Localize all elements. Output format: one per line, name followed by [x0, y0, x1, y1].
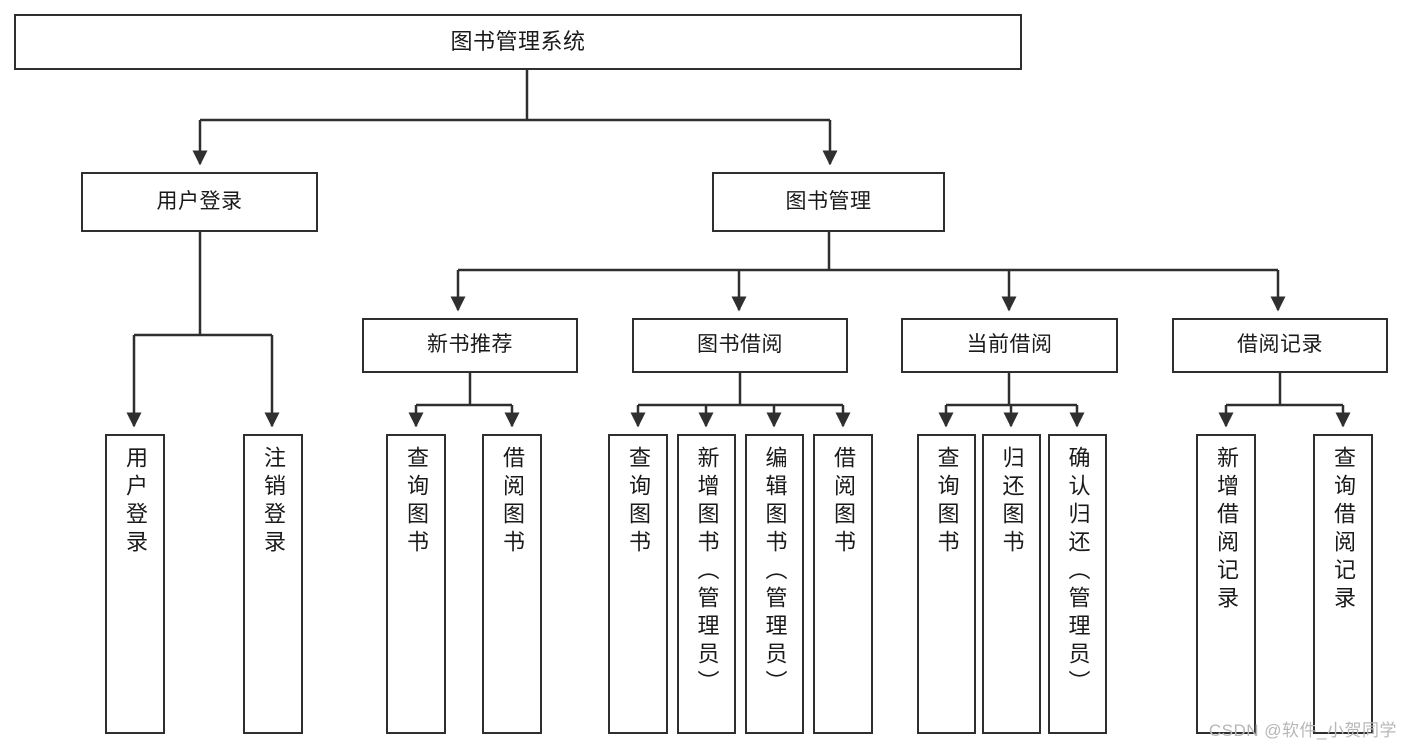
node-current-borrow[interactable]: 当前借阅: [901, 318, 1118, 373]
node-current-borrow-label: 当前借阅: [966, 333, 1053, 357]
leaf-current-confirm-return-label: 确认归还（管理员）: [1065, 446, 1091, 698]
leaf-user-logout[interactable]: 注销登录: [243, 434, 303, 734]
leaf-borrow-borrow-book-label: 借阅图书: [831, 446, 856, 558]
leaf-current-query-book[interactable]: 查询图书: [917, 434, 976, 734]
leaf-record-add[interactable]: 新增借阅记录: [1196, 434, 1256, 734]
leaf-new-book-borrow-label: 借阅图书: [500, 446, 525, 558]
leaf-borrow-query-book[interactable]: 查询图书: [608, 434, 668, 734]
node-borrow-record-label: 借阅记录: [1237, 333, 1323, 357]
leaf-user-logout-label: 注销登录: [261, 446, 286, 558]
node-new-book-recommend-label: 新书推荐: [427, 333, 513, 357]
leaf-borrow-edit-book[interactable]: 编辑图书（管理员）: [745, 434, 804, 734]
node-book-borrow-label: 图书借阅: [697, 333, 783, 357]
leaf-current-return-book[interactable]: 归还图书: [982, 434, 1041, 734]
node-book-management-label: 图书管理: [785, 189, 872, 213]
leaf-current-return-book-label: 归还图书: [999, 446, 1025, 558]
leaf-user-login[interactable]: 用户登录: [105, 434, 165, 734]
leaf-borrow-edit-book-label: 编辑图书（管理员）: [762, 446, 788, 698]
leaf-borrow-borrow-book[interactable]: 借阅图书: [813, 434, 873, 734]
node-user-login[interactable]: 用户登录: [81, 172, 318, 232]
leaf-new-book-borrow[interactable]: 借阅图书: [482, 434, 542, 734]
node-new-book-recommend[interactable]: 新书推荐: [362, 318, 578, 373]
leaf-borrow-add-book[interactable]: 新增图书（管理员）: [677, 434, 736, 734]
node-root[interactable]: 图书管理系统: [14, 14, 1022, 70]
leaf-current-confirm-return[interactable]: 确认归还（管理员）: [1048, 434, 1107, 734]
leaf-record-query[interactable]: 查询借阅记录: [1313, 434, 1373, 734]
leaf-new-book-query-label: 查询图书: [404, 446, 429, 558]
csdn-watermark: CSDN @软件_小贺同学: [1208, 721, 1397, 740]
leaf-user-login-label: 用户登录: [123, 446, 148, 558]
node-user-login-label: 用户登录: [156, 189, 243, 213]
leaf-borrow-query-book-label: 查询图书: [626, 446, 651, 558]
node-root-label: 图书管理系统: [450, 29, 586, 55]
leaf-record-query-label: 查询借阅记录: [1331, 446, 1356, 614]
node-borrow-record[interactable]: 借阅记录: [1172, 318, 1388, 373]
leaf-borrow-add-book-label: 新增图书（管理员）: [694, 446, 720, 698]
leaf-new-book-query[interactable]: 查询图书: [386, 434, 446, 734]
node-book-management[interactable]: 图书管理: [712, 172, 945, 232]
leaf-current-query-book-label: 查询图书: [934, 446, 960, 558]
leaf-record-add-label: 新增借阅记录: [1214, 446, 1239, 614]
node-book-borrow[interactable]: 图书借阅: [632, 318, 848, 373]
